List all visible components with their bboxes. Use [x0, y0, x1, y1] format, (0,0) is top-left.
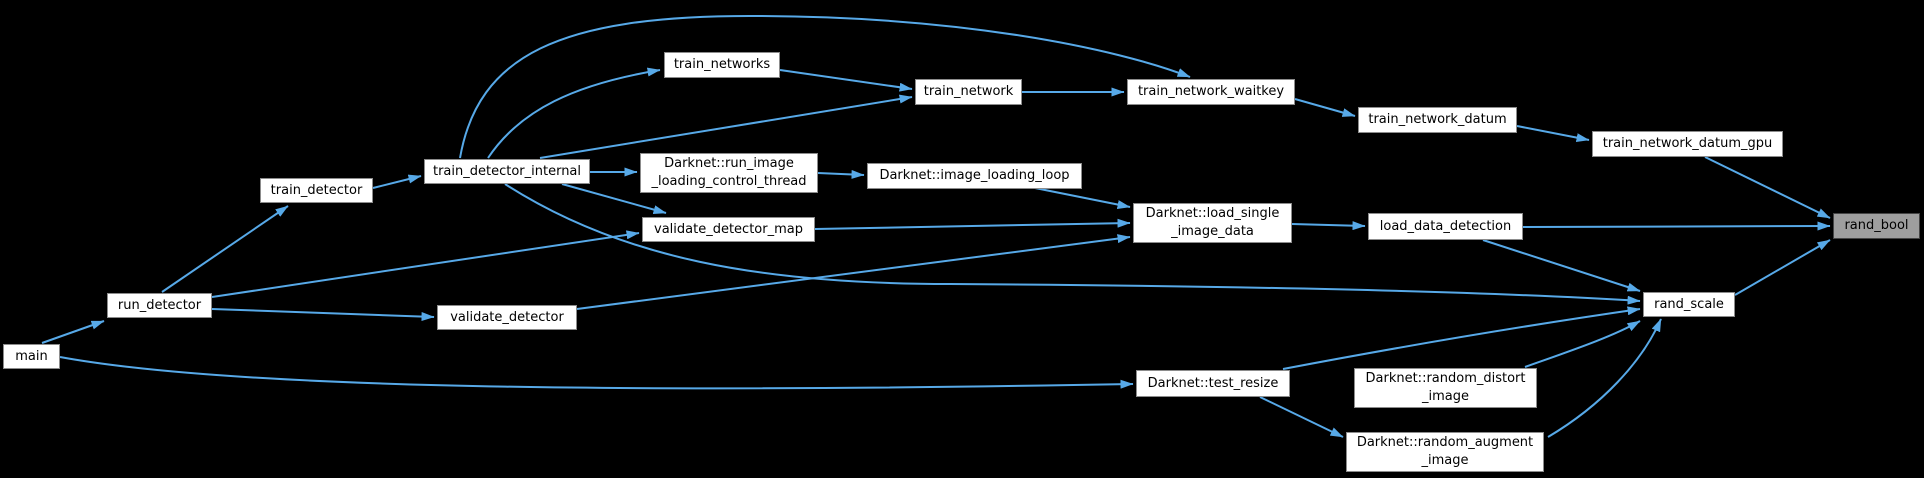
- node-random_distort_image[interactable]: Darknet::random_distort _image: [1354, 368, 1537, 408]
- node-validate_detector[interactable]: validate_detector: [437, 305, 577, 330]
- edge-random_augment_image-rand_scale: [1547, 318, 1662, 438]
- node-train_network_datum[interactable]: train_network_datum: [1358, 107, 1517, 133]
- edge-train_network_datum-train_network_datum_gpu: [1516, 125, 1590, 143]
- edge-image_loading_loop-load_single_image_data: [1034, 187, 1131, 209]
- edge-train_detector_internal-train_network_waitkey: [459, 14, 1191, 159]
- edge-random_distort_image-rand_scale: [1524, 320, 1641, 368]
- node-train_detector[interactable]: train_detector: [260, 178, 373, 203]
- node-train_networks[interactable]: train_networks: [664, 52, 780, 78]
- edge-train_network_datum_gpu-rand_bool: [1704, 156, 1831, 219]
- edge-validate_detector_map-load_single_image_data: [814, 218, 1131, 230]
- edge-train_detector_internal-train_networks: [487, 67, 661, 159]
- edge-load_data_detection-rand_scale: [1482, 239, 1641, 292]
- edge-run_detector-validate_detector: [211, 308, 435, 322]
- edge-load_single_image_data-load_data_detection: [1291, 221, 1366, 231]
- node-rand_bool: rand_bool: [1833, 213, 1920, 239]
- node-train_detector_internal[interactable]: train_detector_internal: [424, 159, 590, 184]
- node-rand_scale[interactable]: rand_scale: [1643, 292, 1735, 317]
- node-train_network[interactable]: train_network: [915, 79, 1022, 105]
- node-train_network_waitkey[interactable]: train_network_waitkey: [1127, 79, 1295, 105]
- edge-train_detector_internal-rand_scale: [504, 183, 1641, 305]
- node-test_resize[interactable]: Darknet::test_resize: [1136, 370, 1290, 397]
- edge-test_resize-random_augment_image: [1259, 396, 1344, 438]
- node-image_loading_loop[interactable]: Darknet::image_loading_loop: [867, 163, 1082, 189]
- edge-train_detector_internal-train_network: [539, 94, 913, 159]
- edge-train_network_waitkey-train_network_datum: [1294, 98, 1356, 117]
- edge-validate_detector-load_single_image_data: [576, 234, 1131, 310]
- edge-train_detector_internal-validate_detector_map: [561, 183, 667, 214]
- edge-test_resize-rand_scale: [1282, 306, 1641, 370]
- edge-main-test_resize: [59, 356, 1134, 390]
- edge-load_data_detection-rand_bool: [1522, 221, 1831, 231]
- edge-run_detector-validate_detector_map: [211, 230, 640, 298]
- edge-train_detector-train_detector_internal: [372, 174, 422, 189]
- edge-run_image_loading_control_thread-image_loading_loop: [817, 169, 865, 179]
- node-train_network_datum_gpu[interactable]: train_network_datum_gpu: [1592, 131, 1783, 157]
- edge-run_detector-train_detector: [161, 205, 289, 293]
- node-load_single_image_data[interactable]: Darknet::load_single _image_data: [1133, 203, 1292, 243]
- node-random_augment_image[interactable]: Darknet::random_augment _image: [1346, 432, 1544, 472]
- edge-train_networks-train_network: [779, 69, 913, 92]
- node-run_image_loading_control_thread[interactable]: Darknet::run_image _loading_control_thre…: [640, 153, 818, 193]
- node-load_data_detection[interactable]: load_data_detection: [1368, 213, 1523, 240]
- node-validate_detector_map[interactable]: validate_detector_map: [642, 217, 815, 242]
- edge-rand_scale-rand_bool: [1734, 239, 1831, 296]
- node-run_detector[interactable]: run_detector: [107, 293, 212, 318]
- edge-main-run_detector: [41, 320, 105, 344]
- node-main[interactable]: main: [3, 344, 60, 369]
